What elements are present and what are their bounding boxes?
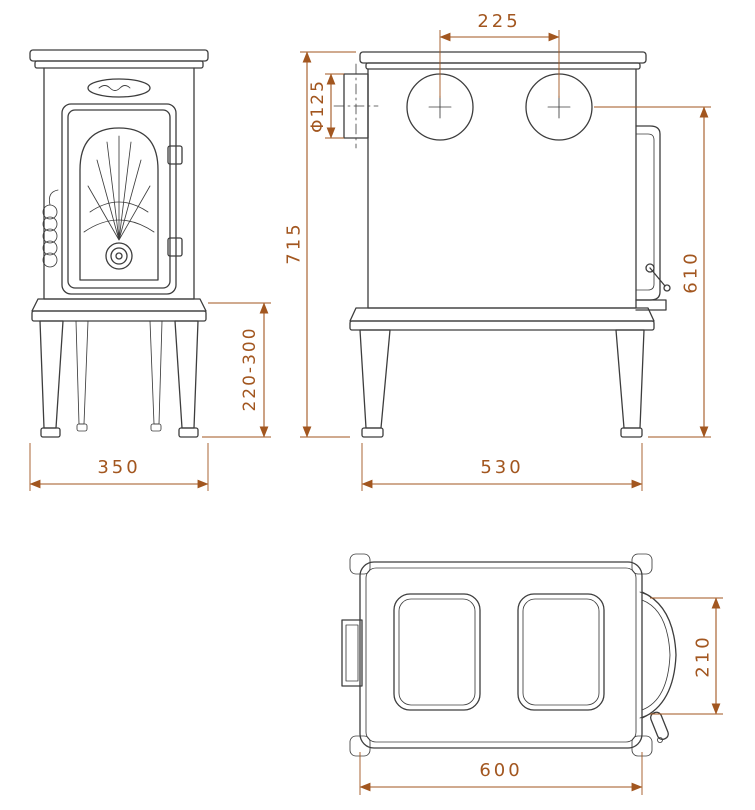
top-door-handle: [649, 711, 669, 740]
rear-flue-centerlines: [333, 63, 379, 149]
dimension-side-depth: 530: [361, 443, 643, 491]
dim-label-flue-center-height: 610: [680, 250, 701, 293]
top-door-hinge-ticks: [639, 591, 651, 719]
spring-handle-coil: [42, 228, 58, 244]
front-plinth: [31, 298, 207, 312]
dim-label-side-depth: 530: [480, 457, 523, 478]
back-foot-right: [150, 423, 162, 432]
dimension-flue-center-height: 610: [594, 106, 711, 438]
front-foot-left: [40, 427, 61, 438]
dim-label-top-length: 600: [479, 760, 522, 781]
dimension-flue-spacing: 225: [439, 11, 560, 98]
side-door-panel-inner: [635, 133, 655, 291]
side-leg-front: [359, 329, 391, 429]
side-door-handle-lever: [649, 267, 666, 287]
top-view-artwork: [341, 553, 677, 757]
top-view: 210 600: [341, 553, 723, 795]
cook-plate-right-inner: [522, 598, 600, 706]
front-top-plate-lip: [34, 60, 204, 69]
door-frame-outer: [61, 103, 177, 295]
door-knob-center: [115, 252, 123, 260]
side-top-plate-lip: [365, 62, 641, 70]
dim-label-flue-spacing: 225: [477, 11, 520, 32]
flue-center-marks: [428, 95, 571, 119]
door-hinge-top: [167, 145, 183, 165]
dimension-overall-height: 715: [283, 51, 356, 438]
side-view: 225 Φ125 715 610 530: [283, 11, 711, 491]
front-base-rail: [31, 310, 207, 322]
back-leg-right: [149, 320, 163, 425]
spring-handle-coil: [42, 240, 58, 256]
front-top-plate: [29, 49, 209, 62]
dim-label-overall-height: 715: [283, 221, 304, 264]
top-body-inner: [365, 567, 637, 743]
door-fan-rays: [87, 135, 151, 241]
front-leg-right: [174, 320, 199, 429]
side-door-handle-knob: [663, 284, 671, 292]
front-leg-left: [39, 320, 64, 429]
top-flue-collar: [341, 619, 363, 687]
back-foot-left: [76, 423, 88, 432]
side-foot-front: [361, 427, 384, 438]
door-frame-inner: [67, 109, 171, 289]
cook-plate-left: [393, 593, 481, 711]
dim-label-door-width: 210: [692, 634, 713, 677]
door-knob-mid: [110, 247, 128, 265]
door-knob-outer: [105, 242, 133, 270]
brand-logo-oval: [87, 78, 151, 98]
dimension-top-length: 600: [359, 752, 643, 795]
side-body: [367, 68, 637, 309]
front-view: 220-300 350: [29, 49, 271, 491]
back-leg-left: [75, 320, 89, 425]
dimension-leg-height: 220-300: [202, 302, 271, 438]
side-door-handle-pivot: [645, 263, 655, 273]
door-hinge-bottom: [167, 237, 183, 257]
side-door-panel: [635, 125, 661, 301]
dimension-front-width: 350: [29, 443, 209, 491]
side-top-plate: [359, 51, 647, 64]
top-door-handle-knob: [657, 737, 663, 743]
door-fan-arcs: [83, 201, 155, 233]
cook-plate-left-inner: [398, 598, 476, 706]
top-door-arc-outer: [641, 591, 677, 719]
spring-handle-hook: [48, 189, 59, 206]
side-view-artwork: [333, 51, 671, 438]
brand-logo-script: [98, 85, 131, 91]
side-base-rail: [349, 320, 655, 331]
top-flue-collar-inner: [345, 624, 359, 682]
side-foot-rear: [620, 427, 643, 438]
spring-handle-coil: [42, 216, 58, 232]
dimension-flue-diameter: Φ125: [308, 73, 344, 139]
side-door-step: [635, 299, 667, 311]
front-foot-right: [178, 427, 199, 438]
front-view-artwork: [29, 49, 209, 438]
side-plinth: [349, 307, 655, 322]
spring-handle-coil: [42, 204, 58, 220]
dim-label-leg-height: 220-300: [240, 326, 260, 411]
dim-label-front-width: 350: [97, 457, 140, 478]
dimension-door-width: 210: [650, 597, 723, 715]
dim-label-flue-diameter: Φ125: [308, 79, 328, 133]
spring-handle-coil: [42, 252, 58, 268]
top-door-arc-inner: [641, 599, 671, 711]
side-leg-rear: [615, 329, 645, 429]
top-body-outer: [359, 561, 643, 749]
door-arched-window: [79, 127, 159, 281]
cook-plate-right: [517, 593, 605, 711]
